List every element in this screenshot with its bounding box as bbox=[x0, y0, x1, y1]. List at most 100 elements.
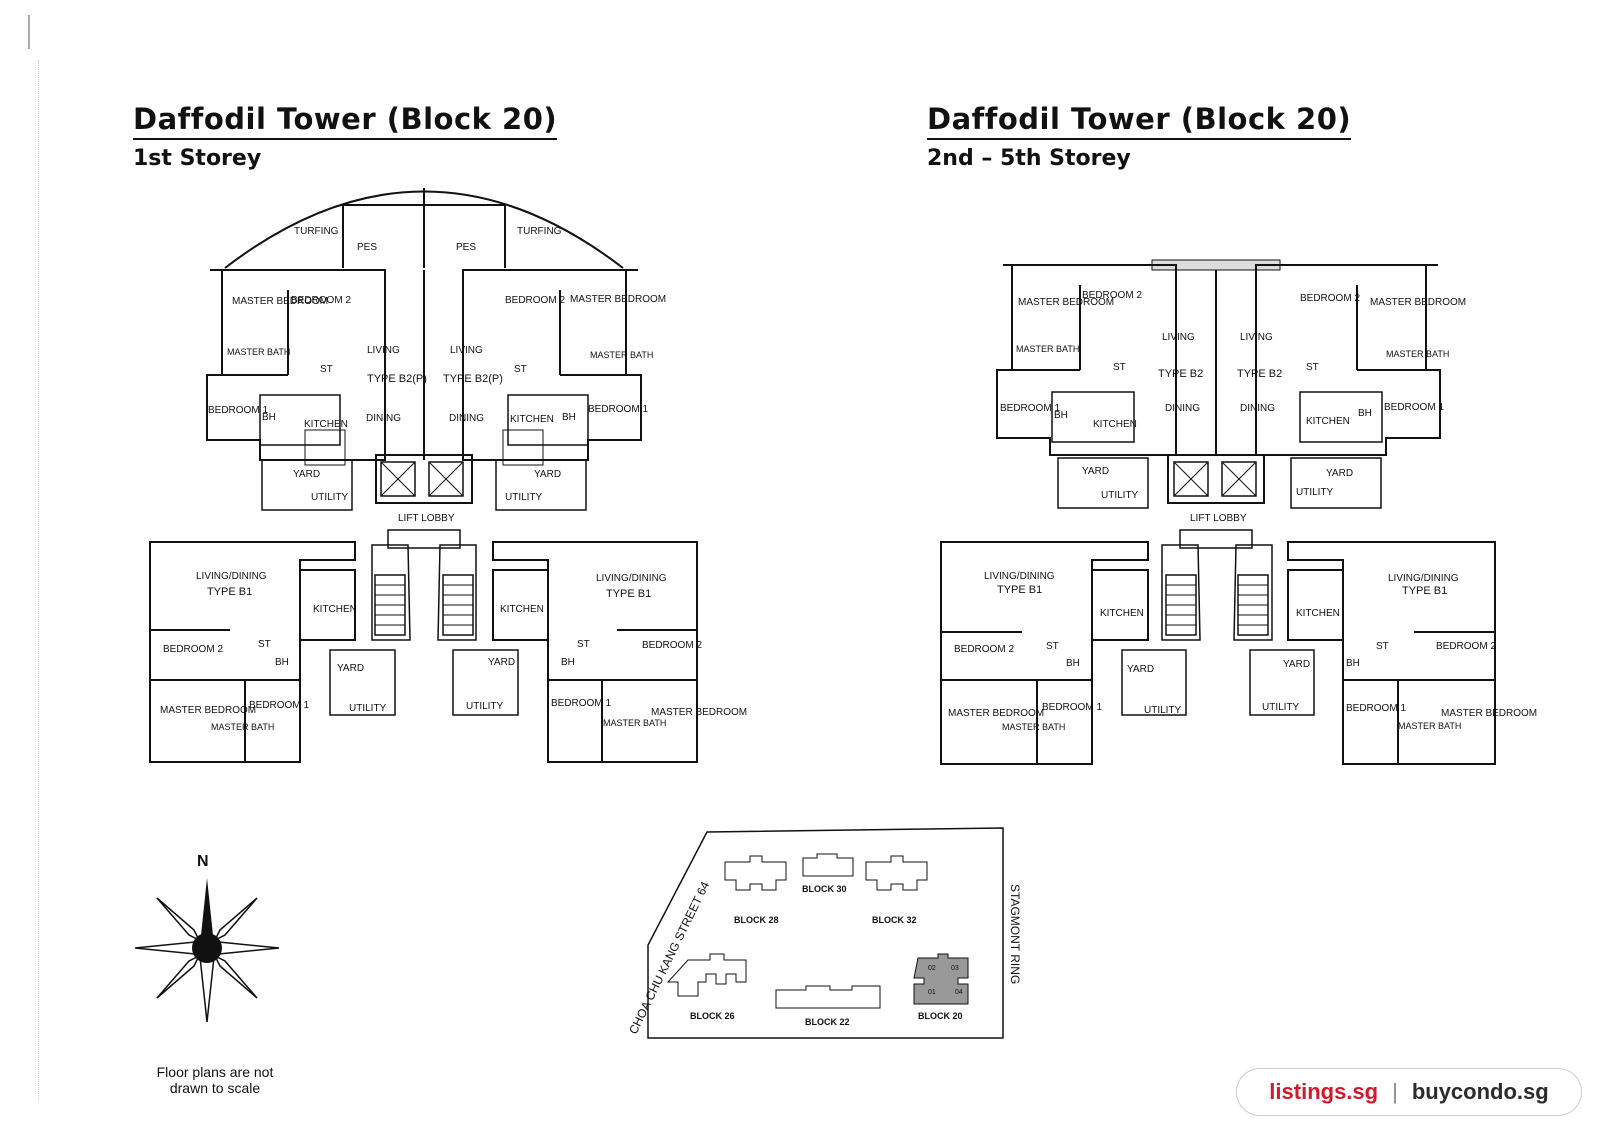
right-plan-subtitle: 2nd – 5th Storey bbox=[927, 146, 1131, 171]
right-type-b1-1: TYPE B1 bbox=[997, 584, 1042, 596]
block-32-shape bbox=[865, 855, 928, 891]
left-utility-1: UTILITY bbox=[311, 492, 349, 503]
right-bedroom1-3: BEDROOM 1 bbox=[1042, 702, 1102, 713]
watermark-site1[interactable]: listings.sg bbox=[1269, 1079, 1379, 1104]
left-bh-1: BH bbox=[262, 412, 276, 423]
site-block-label-28: BLOCK 28 bbox=[734, 915, 779, 925]
right-utility-1: UTILITY bbox=[1101, 490, 1139, 501]
right-type-b2-1: TYPE B2 bbox=[1158, 368, 1203, 380]
scale-note: Floor plans are not drawn to scale bbox=[156, 1064, 274, 1096]
right-master-bedroom-1: MASTER BEDROOM bbox=[1018, 297, 1114, 308]
right-utility-2: UTILITY bbox=[1296, 487, 1334, 498]
right-st-4: ST bbox=[1376, 641, 1389, 652]
right-plan-title: Daffodil Tower (Block 20) bbox=[927, 102, 1352, 140]
right-type-b2-2: TYPE B2 bbox=[1237, 368, 1282, 380]
right-yard-3: YARD bbox=[1127, 664, 1154, 675]
block-30-shape bbox=[802, 853, 854, 877]
compass-north-label: N bbox=[197, 853, 209, 870]
left-yard-4: YARD bbox=[488, 657, 515, 668]
left-turfing-label-2: TURFING bbox=[517, 226, 562, 237]
left-type-b1-1: TYPE B1 bbox=[207, 586, 252, 598]
left-utility-4: UTILITY bbox=[466, 701, 504, 712]
right-st-3: ST bbox=[1046, 641, 1059, 652]
left-utility-3: UTILITY bbox=[349, 703, 387, 714]
left-floor-plan bbox=[149, 188, 698, 763]
left-master-bedroom-3: MASTER BEDROOM bbox=[160, 705, 256, 716]
right-lift-lobby: LIFT LOBBY bbox=[1190, 513, 1247, 524]
scan-edge-mark bbox=[28, 15, 30, 49]
left-plan-title: Daffodil Tower (Block 20) bbox=[133, 102, 558, 140]
right-dining-1: DINING bbox=[1165, 403, 1200, 414]
right-kitchen-3: KITCHEN bbox=[1100, 608, 1144, 619]
left-kitchen-2: KITCHEN bbox=[510, 414, 554, 425]
left-living-1: LIVING bbox=[367, 345, 400, 356]
right-living-1: LIVING bbox=[1162, 332, 1195, 343]
right-master-bedroom-3: MASTER BEDROOM bbox=[948, 708, 1044, 719]
left-kitchen-1: KITCHEN bbox=[304, 419, 348, 430]
left-living-2: LIVING bbox=[450, 345, 483, 356]
unit-number-03: 03 bbox=[951, 965, 959, 972]
left-bh-4: BH bbox=[561, 657, 575, 668]
site-block-label-32: BLOCK 32 bbox=[872, 915, 917, 925]
watermark-site2[interactable]: buycondo.sg bbox=[1411, 1079, 1549, 1104]
left-master-bath-2: MASTER BATH bbox=[590, 350, 653, 360]
right-master-bath-1: MASTER BATH bbox=[1016, 344, 1079, 354]
block-26-shape bbox=[666, 953, 747, 997]
left-bedroom1-3: BEDROOM 1 bbox=[249, 700, 309, 711]
watermark-badge[interactable]: listings.sg | buycondo.sg bbox=[1236, 1068, 1582, 1116]
left-bedroom2-4: BEDROOM 2 bbox=[642, 640, 702, 651]
left-bedroom2-1: BEDROOM 2 bbox=[291, 295, 351, 306]
left-bh-3: BH bbox=[275, 657, 289, 668]
left-bedroom2-2: BEDROOM 2 bbox=[505, 295, 565, 306]
right-kitchen-4: KITCHEN bbox=[1296, 608, 1340, 619]
right-living-dining-2: LIVING/DINING bbox=[1388, 573, 1459, 584]
left-dining-2: DINING bbox=[449, 413, 484, 424]
right-type-b1-2: TYPE B1 bbox=[1402, 585, 1447, 597]
left-master-bath-1: MASTER BATH bbox=[227, 347, 290, 357]
right-master-bath-2: MASTER BATH bbox=[1386, 349, 1449, 359]
site-block-label-22: BLOCK 22 bbox=[805, 1017, 850, 1027]
unit-number-02: 02 bbox=[928, 965, 936, 972]
right-bedroom1-1: BEDROOM 1 bbox=[1000, 403, 1060, 414]
left-lift-lobby: LIFT LOBBY bbox=[398, 513, 455, 524]
right-yard-4: YARD bbox=[1283, 659, 1310, 670]
right-utility-4: UTILITY bbox=[1262, 702, 1300, 713]
left-type-b1-2: TYPE B1 bbox=[606, 588, 651, 600]
left-st-4: ST bbox=[577, 639, 590, 650]
right-bedroom1-4: BEDROOM 1 bbox=[1346, 703, 1406, 714]
scan-edge-line bbox=[38, 60, 40, 1100]
unit-number-01: 01 bbox=[928, 989, 936, 996]
left-plan-subtitle: 1st Storey bbox=[133, 146, 262, 171]
right-yard-1: YARD bbox=[1082, 466, 1109, 477]
right-master-bedroom-4: MASTER BEDROOM bbox=[1441, 708, 1537, 719]
right-floor-plan bbox=[940, 259, 1496, 765]
left-turfing-label-1: TURFING bbox=[294, 226, 339, 237]
left-yard-2: YARD bbox=[534, 469, 561, 480]
right-bh-3: BH bbox=[1066, 658, 1080, 669]
right-bh-2: BH bbox=[1358, 408, 1372, 419]
site-plan: CHOA CHU KANG STREET 64 STAGMONT RING BL… bbox=[626, 827, 1022, 1039]
right-bedroom2-3: BEDROOM 2 bbox=[954, 644, 1014, 655]
left-type-b2p-1: TYPE B2(P) bbox=[367, 373, 427, 385]
left-bedroom1-4: BEDROOM 1 bbox=[551, 698, 611, 709]
right-kitchen-1: KITCHEN bbox=[1093, 419, 1137, 430]
site-block-label-20: BLOCK 20 bbox=[918, 1011, 963, 1021]
block-28-shape bbox=[724, 855, 787, 891]
left-master-bedroom-4: MASTER BEDROOM bbox=[651, 707, 747, 718]
block-20-shape bbox=[913, 953, 969, 1005]
site-block-label-26: BLOCK 26 bbox=[690, 1011, 735, 1021]
site-block-label-30: BLOCK 30 bbox=[802, 884, 847, 894]
compass-rose: N bbox=[134, 853, 280, 1023]
watermark-separator: | bbox=[1392, 1079, 1398, 1104]
right-living-2: LIVING bbox=[1240, 332, 1273, 343]
left-master-bedroom-1: MASTER BEDROOM bbox=[232, 296, 328, 307]
right-bedroom2-2: BEDROOM 2 bbox=[1300, 293, 1360, 304]
right-bedroom1-2: BEDROOM 1 bbox=[1384, 402, 1444, 413]
left-bedroom2-3: BEDROOM 2 bbox=[163, 644, 223, 655]
left-master-bath-4: MASTER BATH bbox=[603, 718, 666, 728]
left-bedroom1-1: BEDROOM 1 bbox=[208, 405, 268, 416]
left-kitchen-3: KITCHEN bbox=[313, 604, 357, 615]
left-dining-1: DINING bbox=[366, 413, 401, 424]
right-kitchen-2: KITCHEN bbox=[1306, 416, 1350, 427]
